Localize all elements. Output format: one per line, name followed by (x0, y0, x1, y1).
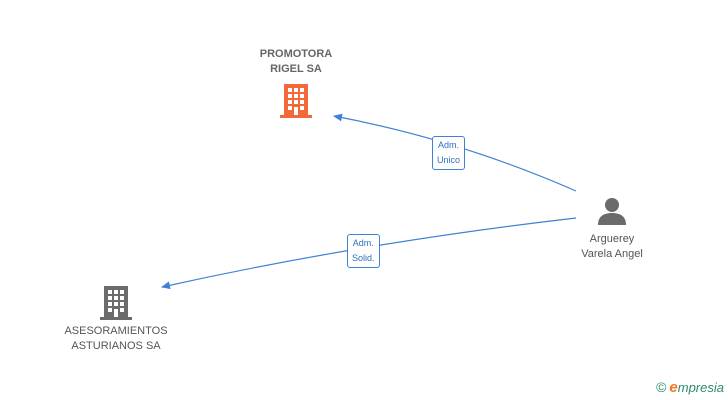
edge-label-adm-unico[interactable]: Adm. Unico (432, 136, 466, 170)
edge-label-line1: Adm. (438, 140, 460, 150)
empresia-watermark: ©empresia (656, 379, 724, 396)
company-name-line1: ASESORAMIENTOS (64, 325, 168, 337)
company-name-line2: RIGEL SA (270, 63, 322, 75)
company-node-asesoramientos[interactable]: ASESORAMIENTOS ASTURIANOS SA (56, 285, 176, 354)
copyright-icon: © (656, 379, 667, 395)
person-name-line1: Arguerey (589, 233, 635, 245)
brand-logo-text: mpresia (677, 380, 724, 395)
edge-label-adm-solid[interactable]: Adm. Solid. (347, 234, 380, 268)
company-name-line2: ASTURIANOS SA (71, 340, 161, 352)
brand-logo-e: e (669, 379, 678, 396)
edge-label-line2: Solid. (352, 253, 375, 263)
person-node-arguerey[interactable]: Arguerey Varela Angel (560, 196, 664, 262)
edge-label-line2: Unico (437, 155, 461, 165)
person-name-line2: Varela Angel (581, 248, 643, 260)
building-icon (100, 286, 132, 320)
company-name-line1: PROMOTORA (259, 48, 333, 60)
company-node-promotora[interactable]: PROMOTORA RIGEL SA (236, 47, 356, 119)
building-icon (280, 84, 312, 118)
edge-label-line1: Adm. (352, 238, 374, 248)
person-icon (598, 198, 626, 225)
